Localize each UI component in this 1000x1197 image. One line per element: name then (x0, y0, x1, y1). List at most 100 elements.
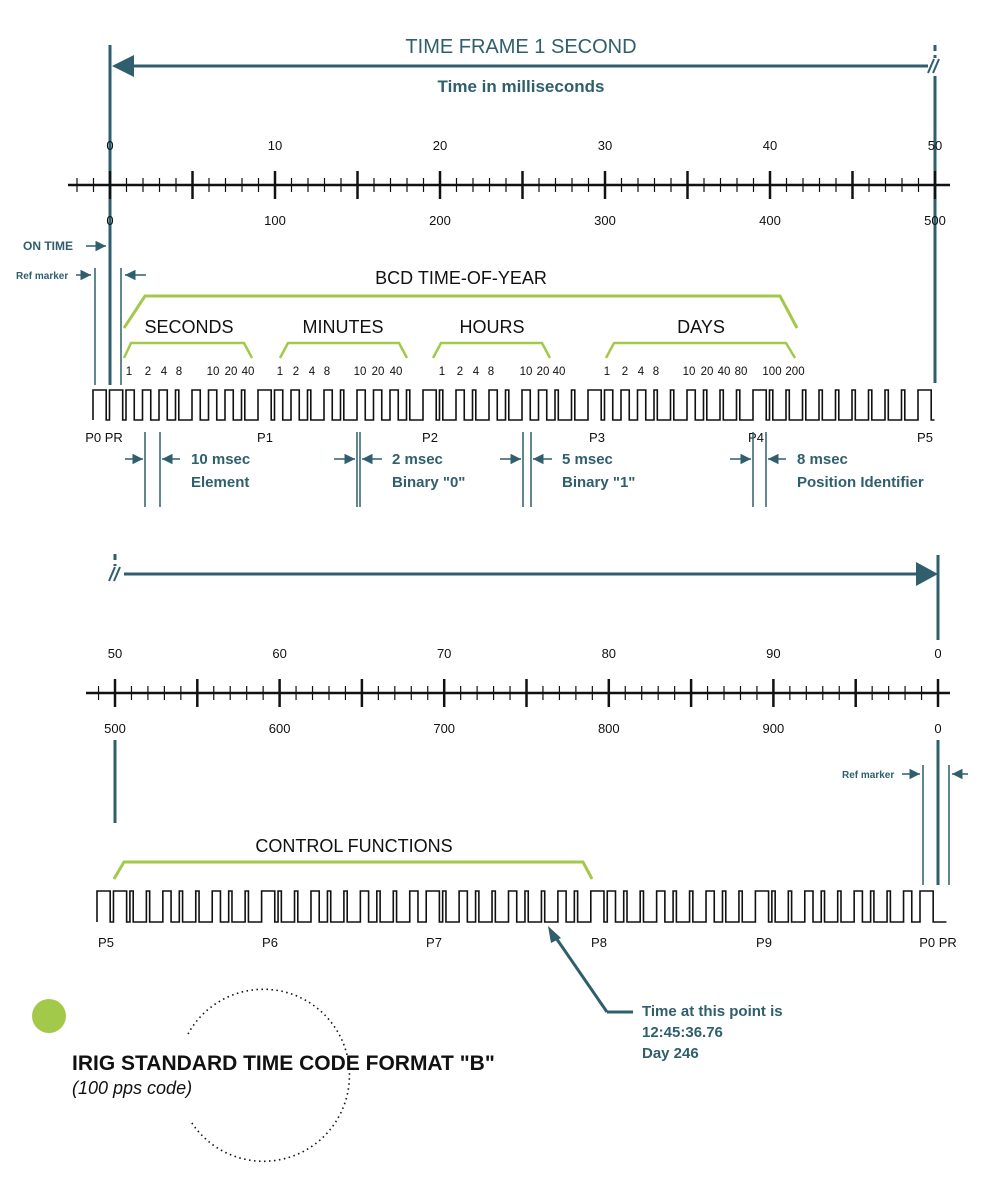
bit-weight: 4 (309, 366, 316, 378)
pulse-train-bottom (96, 890, 947, 923)
bit-weight: 10 (520, 366, 533, 378)
pulse-label: P3 (589, 430, 605, 445)
pulse-label: P6 (262, 935, 278, 950)
bit-weight: 20 (537, 366, 550, 378)
bit-weight: 40 (553, 366, 566, 378)
pulse-label: P5 (917, 430, 933, 445)
ref-marker-label: Ref marker (16, 271, 68, 282)
bottom-frame-arrow (108, 554, 940, 885)
note-10msec: 10 msec (191, 451, 250, 468)
bit-weight: 4 (638, 366, 645, 378)
scale-bottom-label: 0 (934, 721, 941, 736)
pulse-label: P4 (748, 430, 764, 445)
callout-line-2: 12:45:36.76 (642, 1024, 723, 1041)
bit-weight: 200 (785, 366, 804, 378)
bit-weight: 1 (126, 366, 132, 378)
pulse-label: P8 (591, 935, 607, 950)
note-5msec: 5 msec (562, 451, 613, 468)
pulse-label: P5 (98, 935, 114, 950)
scale-top-label: 50 (108, 646, 122, 661)
footer-title: IRIG STANDARD TIME CODE FORMAT "B" (72, 1052, 495, 1075)
bit-weights: 1 2 4 8 10 20 40 1 2 4 8 10 20 40 1 2 4 … (126, 366, 805, 378)
bit-weight: 10 (207, 366, 220, 378)
dotted-ring-logo (32, 988, 351, 1162)
note-8msec: 8 msec (797, 451, 848, 468)
scale-bottom-label: 600 (269, 721, 291, 736)
scale-top-label: 10 (268, 138, 282, 153)
callout-line-3: Day 246 (642, 1045, 699, 1062)
bit-weight: 40 (718, 366, 731, 378)
group-seconds: SECONDS (122, 317, 254, 359)
group-label-minutes: MINUTES (303, 317, 384, 337)
bit-weight: 2 (457, 366, 463, 378)
on-time-label: ON TIME (23, 239, 73, 253)
frame-title: TIME FRAME 1 SECOND (405, 36, 636, 58)
note-2msec: 2 msec (392, 451, 443, 468)
pulse-label: P2 (422, 430, 438, 445)
scale-top-label: 70 (437, 646, 451, 661)
scale-top-label: 0 (106, 138, 113, 153)
note-binary-0: Binary "0" (392, 474, 465, 491)
footer-caption: IRIG STANDARD TIME CODE FORMAT "B" (100 … (72, 1052, 495, 1099)
scale-top-label: 40 (763, 138, 777, 153)
scale-top-label: 20 (433, 138, 447, 153)
bit-weight: 1 (277, 366, 283, 378)
bit-weight: 10 (354, 366, 367, 378)
bit-weight: 8 (176, 366, 182, 378)
bit-weight: 20 (701, 366, 714, 378)
scale-top-label: 80 (602, 646, 616, 661)
scale-bottom-label: 800 (598, 721, 620, 736)
pulse-train-top (92, 389, 935, 421)
pulse-label: P7 (426, 935, 442, 950)
bit-weight: 8 (324, 366, 330, 378)
note-binary-1: Binary "1" (562, 474, 635, 491)
scale-bottom-label: 700 (433, 721, 455, 736)
group-label-hours: HOURS (459, 317, 524, 337)
bit-weight: 20 (225, 366, 238, 378)
bit-weight: 80 (735, 366, 748, 378)
callout-arrow (548, 926, 633, 1014)
bit-weight: 8 (488, 366, 494, 378)
footer-subtitle: (100 pps code) (72, 1078, 193, 1098)
bit-weight: 10 (683, 366, 696, 378)
bit-weight: 20 (372, 366, 385, 378)
scale-bottom-label: 200 (429, 213, 451, 228)
bit-weight: 100 (762, 366, 781, 378)
pulse-label: P0 PR (919, 935, 957, 950)
scale-top-label: 90 (766, 646, 780, 661)
group-minutes: MINUTES (278, 317, 409, 359)
group-label-seconds: SECONDS (144, 317, 233, 337)
bit-weight: 1 (439, 366, 445, 378)
top-frame-arrow (108, 45, 940, 385)
note-position-identifier: Position Identifier (797, 474, 924, 491)
scale-bottom-label: 300 (594, 213, 616, 228)
bit-weight: 2 (293, 366, 299, 378)
bit-weight: 4 (161, 366, 168, 378)
scale-top-label: 50 (928, 138, 942, 153)
bit-weight: 4 (473, 366, 480, 378)
frame-subtitle: Time in milliseconds (438, 77, 605, 96)
pulse-label: P9 (756, 935, 772, 950)
scale-top-label: 60 (272, 646, 286, 661)
scale-top-label: 0 (934, 646, 941, 661)
scale-bottom-label: 100 (264, 213, 286, 228)
note-element: Element (191, 474, 249, 491)
scale-bottom-label: 500 (924, 213, 946, 228)
dimension-markers (125, 432, 786, 507)
group-days: DAYS (604, 317, 797, 359)
bit-weight: 40 (242, 366, 255, 378)
bit-weight: 40 (390, 366, 403, 378)
group-hours: HOURS (431, 317, 552, 359)
callout-line-1: Time at this point is (642, 1003, 783, 1020)
ref-marker-label-bottom: Ref marker (842, 770, 894, 781)
pulse-label: P1 (257, 430, 273, 445)
control-functions-label: CONTROL FUNCTIONS (255, 836, 452, 856)
bit-weight: 8 (653, 366, 659, 378)
time-scale-bottom: 50 500 60 600 70 700 80 800 90 900 0 0 (86, 646, 950, 736)
scale-bottom-label: 500 (104, 721, 126, 736)
group-label-days: DAYS (677, 317, 725, 337)
scale-bottom-label: 900 (763, 721, 785, 736)
bit-weight: 1 (604, 366, 610, 378)
